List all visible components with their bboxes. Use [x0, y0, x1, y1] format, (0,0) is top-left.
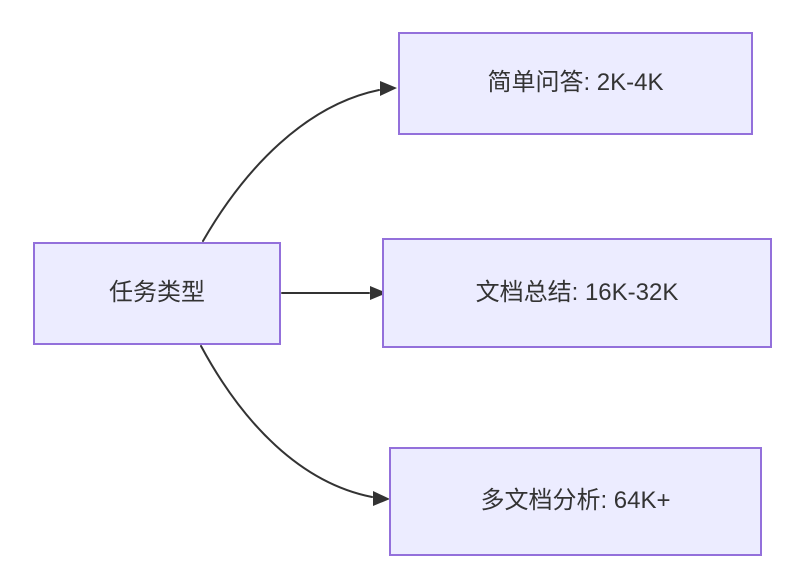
arrowhead-simple-qa	[380, 81, 397, 96]
node-doc-summary: 文档总结: 16K-32K	[382, 238, 772, 348]
node-doc-summary-label: 文档总结: 16K-32K	[475, 278, 679, 306]
node-task-type: 任务类型	[33, 242, 281, 345]
node-simple-qa: 简单问答: 2K-4K	[398, 32, 753, 135]
node-multi-doc: 多文档分析: 64K+	[389, 447, 762, 556]
arrowhead-multi-doc	[373, 491, 390, 506]
node-simple-qa-label: 简单问答: 2K-4K	[487, 69, 664, 97]
node-multi-doc-label: 多文档分析: 64K+	[480, 487, 671, 515]
node-task-type-label: 任务类型	[109, 279, 205, 307]
edge-root-to-multi-doc	[200, 345, 373, 498]
edge-root-to-simple-qa	[202, 89, 380, 242]
